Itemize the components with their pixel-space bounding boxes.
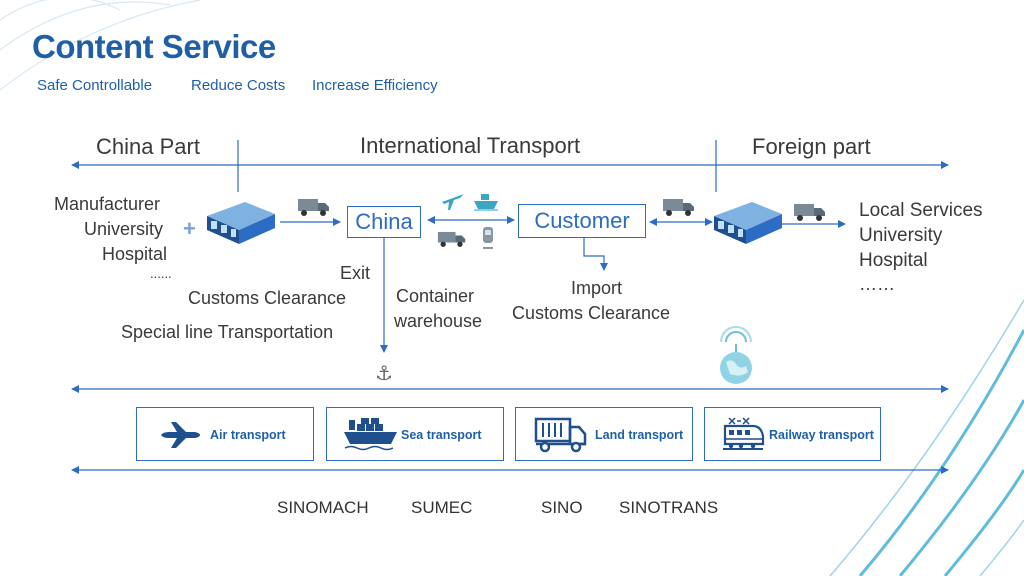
company-sinotrans: SINOTRANS: [619, 498, 719, 517]
truck-icon: [534, 417, 587, 453]
airplane-icon: [442, 194, 464, 210]
company-sinomach: SINOMACH: [277, 498, 369, 517]
company-sumec: SUMEC: [411, 498, 473, 517]
airplane-icon: [161, 422, 200, 448]
left-list-more: ......: [150, 266, 172, 281]
mode-air-transport: Air transport: [136, 407, 314, 461]
ship-icon: [474, 194, 498, 211]
tagline-efficiency: Increase Efficiency: [312, 77, 438, 94]
section-foreign-part: Foreign part: [752, 134, 871, 159]
right-list-more: ……: [859, 274, 895, 294]
right-list-university: University: [859, 225, 943, 246]
label-customs-clearance: Customs Clearance: [188, 288, 347, 308]
train-icon: [483, 227, 493, 249]
section-international: International Transport: [360, 133, 581, 158]
truck-icon: [437, 231, 466, 247]
warehouse-left-icon: [207, 202, 275, 244]
truck-icon: [794, 204, 825, 221]
warehouse-right-icon: [714, 202, 782, 244]
page-title: Content Service: [32, 28, 276, 65]
left-list-university: University: [84, 219, 164, 239]
left-list-manufacturer: Manufacturer: [54, 194, 161, 214]
right-list-hospital: Hospital: [859, 250, 928, 271]
truck-icon: [663, 199, 694, 216]
left-list-hospital: Hospital: [102, 244, 168, 264]
company-sino: SINO: [541, 498, 583, 517]
mode-railway-label: Railway transport: [769, 428, 874, 442]
label-import-customs: Customs Clearance: [512, 303, 671, 323]
mode-air-label: Air transport: [210, 428, 286, 442]
mode-sea-label: Sea transport: [401, 428, 482, 442]
anchor-icon: ⚓: [375, 363, 393, 385]
label-container: Container: [396, 286, 475, 306]
mode-sea-transport: Sea transport: [326, 407, 504, 461]
section-china-part: China Part: [96, 134, 200, 159]
globe-signal-icon: [720, 326, 752, 384]
node-china: China: [347, 206, 421, 238]
plus-icon: +: [183, 216, 196, 241]
label-warehouse: warehouse: [394, 311, 483, 331]
tagline-safe: Safe Controllable: [37, 77, 153, 94]
tagline-costs: Reduce Costs: [191, 77, 286, 94]
train-icon: [723, 417, 765, 450]
mode-land-transport: Land transport: [515, 407, 693, 461]
label-special-line: Special line Transportation: [121, 322, 334, 342]
mode-land-label: Land transport: [595, 428, 684, 442]
cargo-ship-icon: [344, 418, 397, 451]
mode-railway-transport: Railway transport: [704, 407, 881, 461]
node-customer: Customer: [518, 204, 646, 238]
truck-icon: [298, 199, 329, 216]
label-import: Import: [571, 278, 623, 298]
right-list-local: Local Services: [859, 200, 983, 221]
label-exit: Exit: [340, 263, 371, 283]
